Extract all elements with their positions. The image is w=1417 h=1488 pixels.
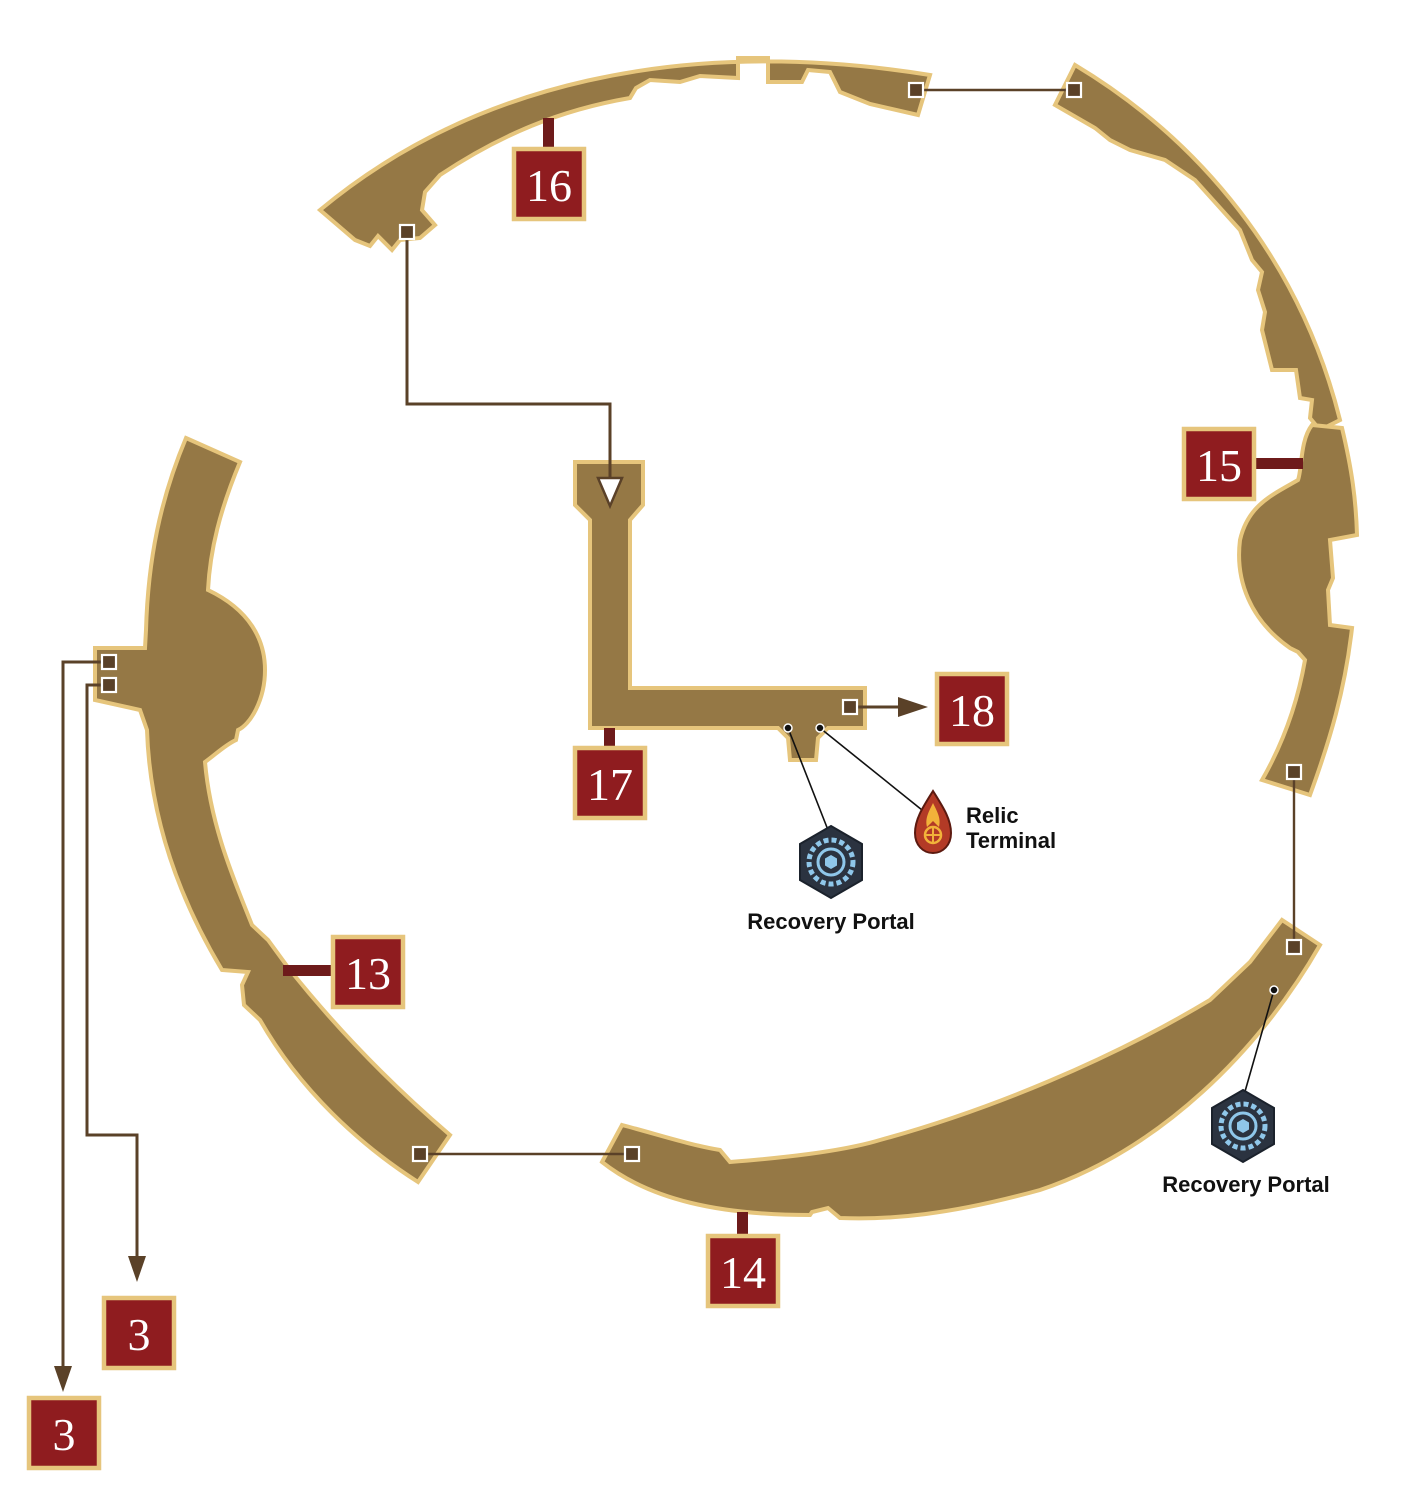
svg-text:15: 15 (1196, 440, 1242, 491)
room-marker-13[interactable]: 13 (330, 934, 406, 1010)
exit-node (623, 1145, 641, 1163)
exit-node (1285, 763, 1303, 781)
room-marker-16[interactable]: 16 (511, 146, 587, 222)
svg-text:13: 13 (345, 948, 391, 999)
corridor-left-arc (93, 435, 453, 1185)
exit-node (907, 81, 925, 99)
corridor-bottom-arc (599, 917, 1323, 1221)
svg-text:17: 17 (587, 759, 633, 810)
svg-text:14: 14 (720, 1247, 766, 1298)
exit-node (1065, 81, 1083, 99)
recovery-portal-label: Recovery Portal (1162, 1172, 1330, 1197)
recovery-portal-icon[interactable] (1211, 1088, 1275, 1164)
relic-terminal-label: Terminal (966, 828, 1056, 853)
room-marker-15[interactable]: 15 (1181, 426, 1257, 502)
arrow-down-icon (54, 1366, 72, 1392)
room-marker-14[interactable]: 14 (705, 1233, 781, 1309)
room-marker-3[interactable]: 3 (26, 1395, 102, 1471)
room-marker-3[interactable]: 3 (101, 1295, 177, 1371)
recovery-portal-icon[interactable] (799, 824, 863, 900)
corridor-right-upper-arc (1052, 62, 1343, 433)
room-center-l (573, 460, 867, 762)
svg-text:16: 16 (526, 160, 572, 211)
arrow-right-icon (898, 697, 928, 717)
room-marker-18[interactable]: 18 (934, 671, 1010, 747)
room-marker-17[interactable]: 17 (572, 745, 648, 821)
exit-node (411, 1145, 429, 1163)
relic-terminal-icon[interactable] (913, 789, 953, 855)
svg-text:18: 18 (949, 685, 995, 736)
relic-terminal-label: Relic (966, 803, 1019, 828)
corridor-top-arc (316, 56, 933, 253)
svg-text:3: 3 (128, 1309, 151, 1360)
exit-node (841, 698, 859, 716)
svg-text:3: 3 (53, 1409, 76, 1460)
exit-node (1285, 938, 1303, 956)
exit-node (398, 223, 416, 241)
exit-node (100, 653, 118, 671)
arrow-down-icon (596, 476, 624, 510)
arrow-down-icon (128, 1256, 146, 1282)
recovery-portal-label: Recovery Portal (747, 909, 915, 934)
exit-node (100, 676, 118, 694)
room-right-hub (1237, 422, 1360, 798)
